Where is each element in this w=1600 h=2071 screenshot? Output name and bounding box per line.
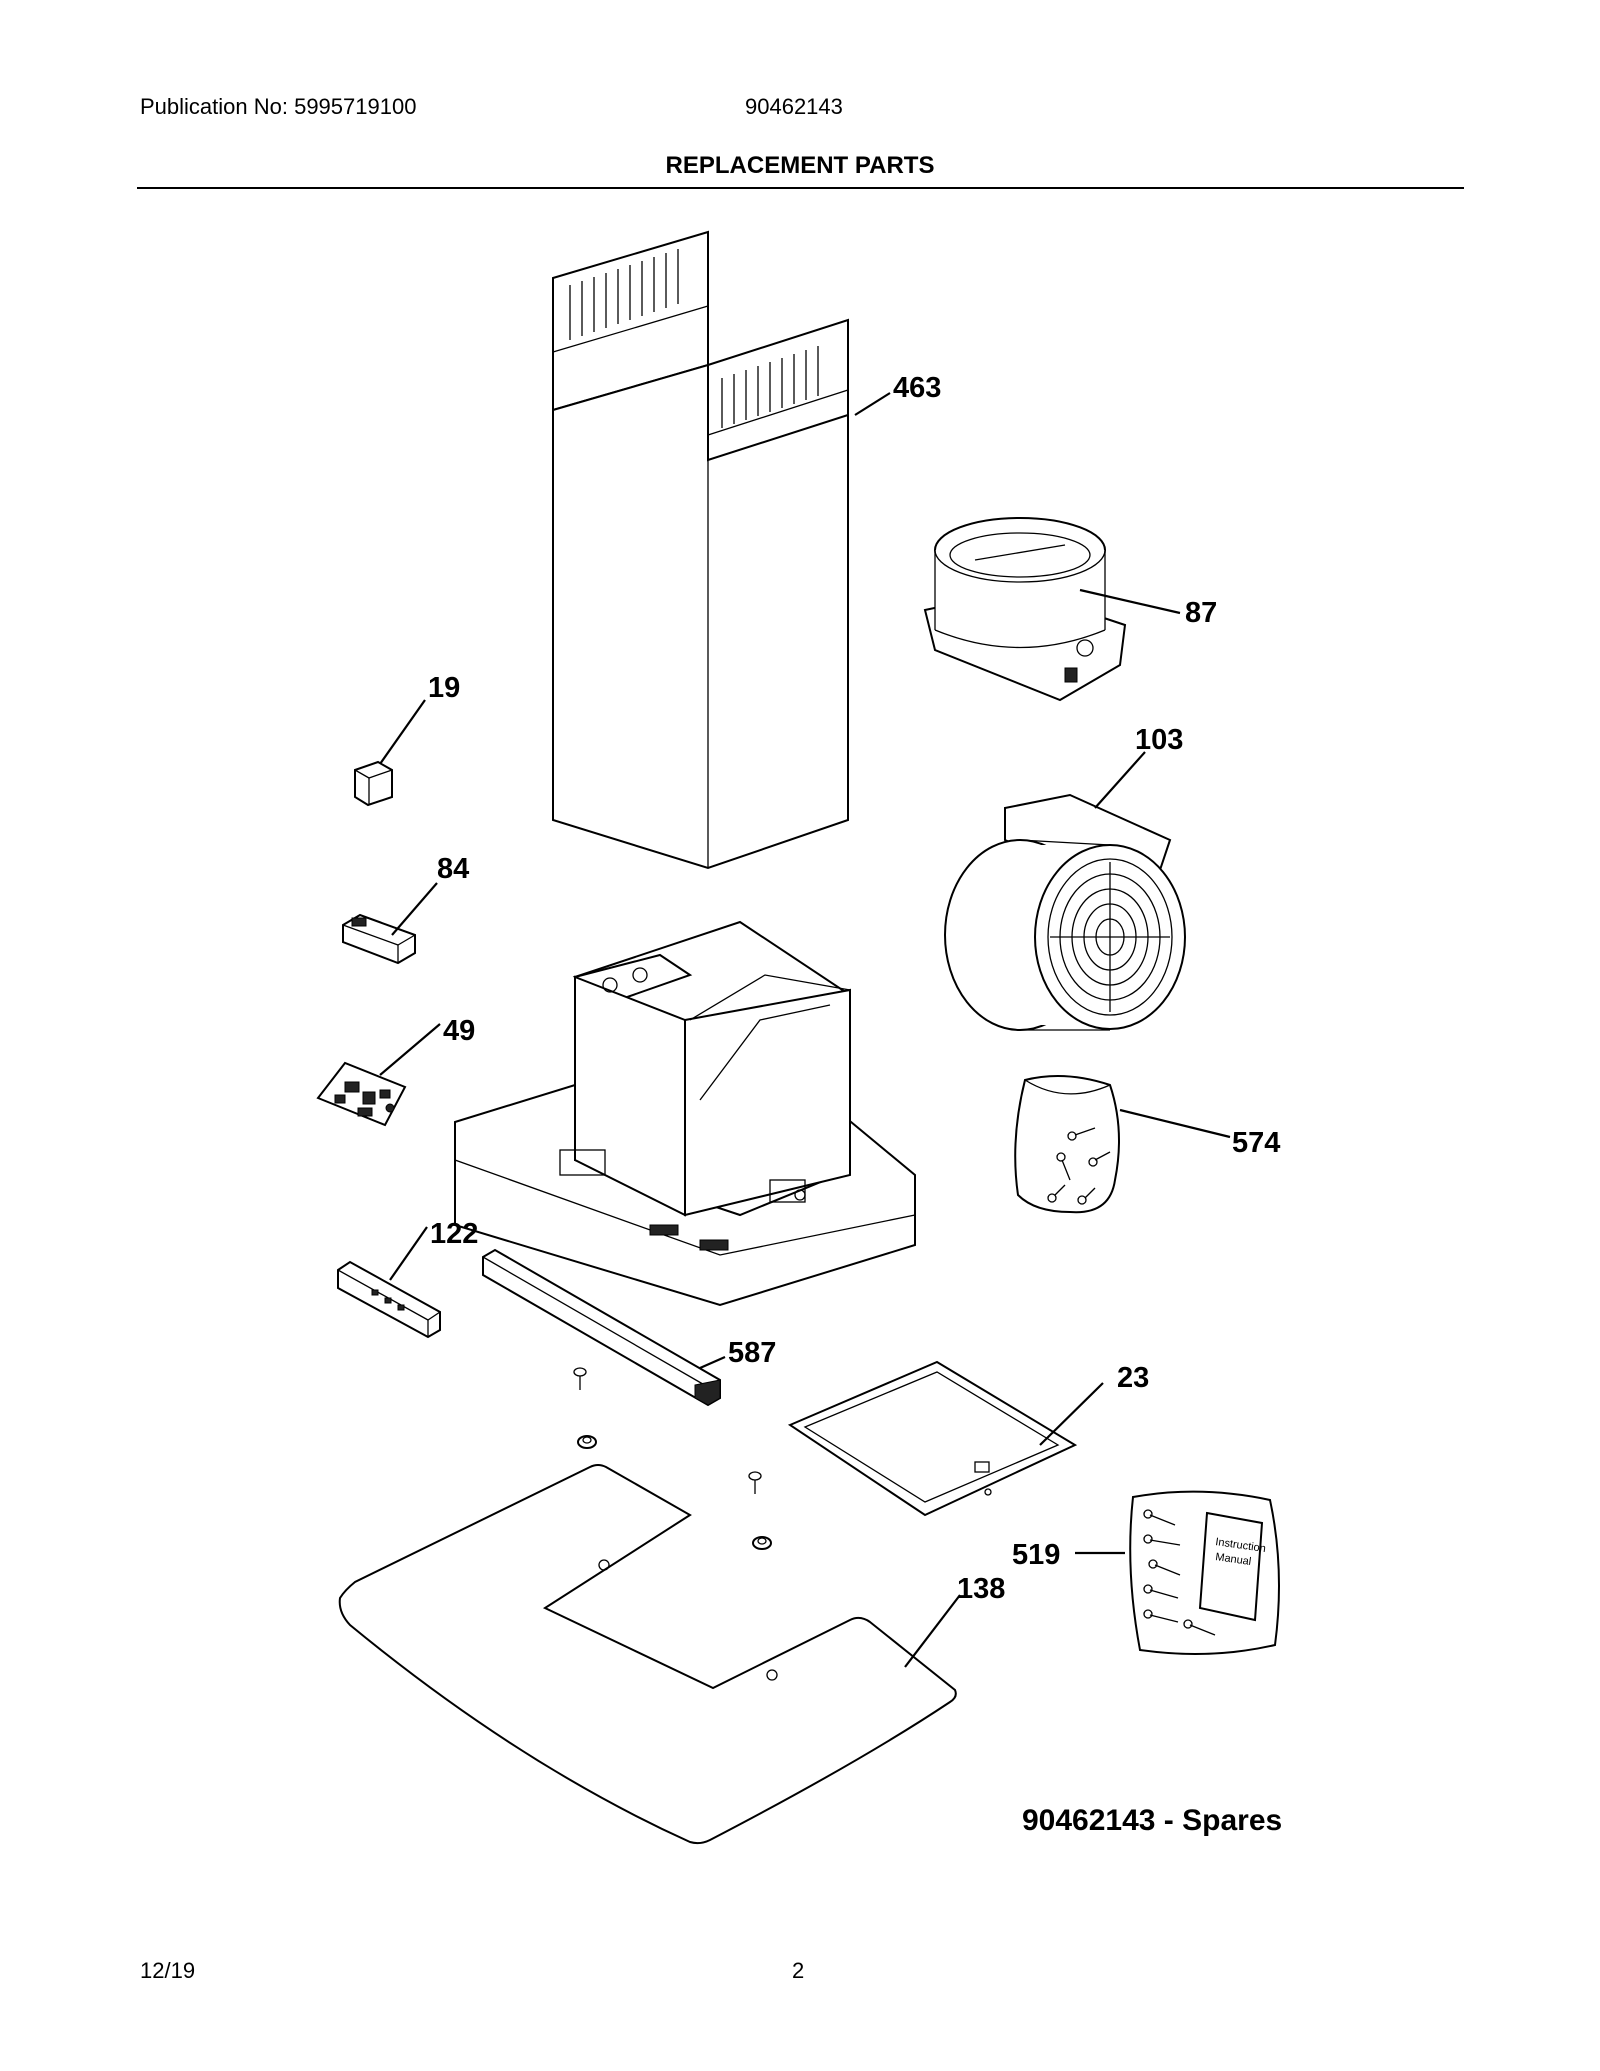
leader-87 xyxy=(1079,588,1181,615)
callout-84: 84 xyxy=(437,853,469,885)
part-587-light-bar xyxy=(482,1248,721,1407)
page-title: REPLACEMENT PARTS xyxy=(665,152,935,179)
part-519-literature-pack: Instruction Manual xyxy=(1129,1490,1280,1655)
part-122-switch-bracket xyxy=(337,1260,441,1339)
part-463-chimney-cover xyxy=(552,230,849,870)
part-87-duct-connector xyxy=(923,517,1127,702)
leader-23 xyxy=(1039,1382,1104,1446)
hood-body-assembly xyxy=(454,920,916,1307)
callout-574: 574 xyxy=(1232,1127,1280,1159)
leader-19 xyxy=(379,699,426,765)
callout-19: 19 xyxy=(428,672,460,704)
spares-label: 90462143 - Spares xyxy=(1022,1804,1282,1837)
part-19-junction-box xyxy=(354,760,393,807)
leader-103 xyxy=(1094,751,1146,809)
footer-date: 12/19 xyxy=(140,1958,196,1983)
header-divider xyxy=(137,187,1464,189)
fasteners xyxy=(573,1367,772,1550)
part-138-glass-canopy xyxy=(338,1464,957,1845)
callout-463: 463 xyxy=(893,372,941,404)
callout-103: 103 xyxy=(1135,724,1183,756)
callout-587: 587 xyxy=(728,1337,776,1369)
callout-138: 138 xyxy=(957,1573,1005,1605)
callout-519: 519 xyxy=(1012,1539,1060,1571)
part-49-control-board xyxy=(316,1061,407,1127)
model-number: 90462143 xyxy=(745,94,843,119)
leader-587 xyxy=(699,1355,726,1370)
part-23-grease-filter xyxy=(787,1360,1078,1517)
publication-number: Publication No: 5995719100 xyxy=(140,94,417,119)
leader-84 xyxy=(391,882,438,936)
footer-page-number: 2 xyxy=(792,1958,805,1983)
callout-87: 87 xyxy=(1185,597,1217,629)
leader-138 xyxy=(904,1594,961,1668)
callout-23: 23 xyxy=(1117,1362,1149,1394)
manual-label-line2: Manual xyxy=(1215,1551,1252,1568)
leader-49 xyxy=(379,1023,441,1076)
leader-463 xyxy=(854,392,891,416)
part-103-blower xyxy=(944,793,1186,1031)
leader-574 xyxy=(1119,1108,1231,1139)
callout-49: 49 xyxy=(443,1015,475,1047)
part-84-capacitor xyxy=(342,913,416,965)
callout-122: 122 xyxy=(430,1218,478,1250)
leader-122 xyxy=(389,1226,428,1281)
part-574-hardware-bag xyxy=(1014,1075,1120,1214)
